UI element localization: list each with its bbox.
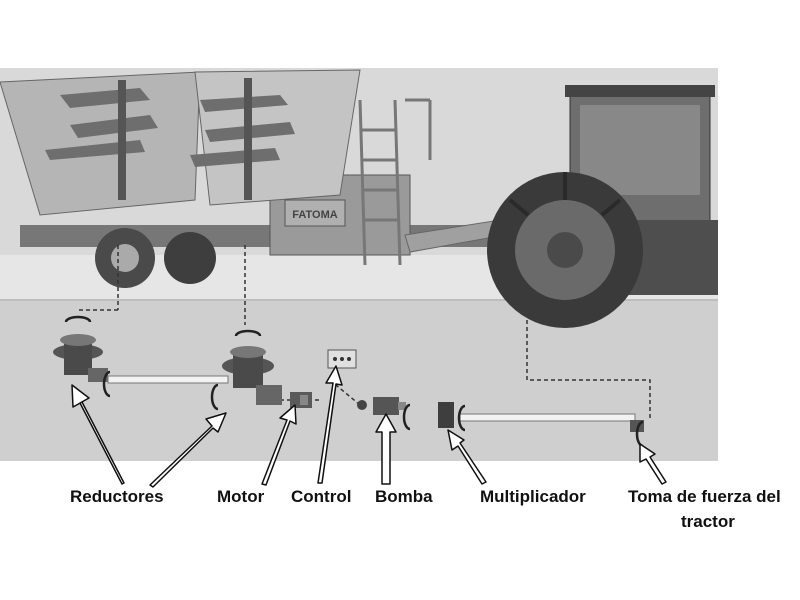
arrow-reductores-right	[149, 412, 227, 488]
arrow-bomba	[375, 413, 397, 485]
drive-shaft-1	[107, 375, 229, 384]
control-box	[327, 349, 357, 369]
mixer-wagon: FATOMA	[0, 69, 506, 288]
arrow-motor	[261, 404, 297, 486]
hydraulic-motor	[290, 392, 312, 408]
drive-shaft-2	[459, 413, 636, 422]
label-toma-fuerza-line2: tractor	[681, 512, 735, 531]
label-reductores: Reductores	[70, 487, 164, 506]
arrow-control	[317, 365, 343, 484]
label-toma-fuerza-line1: Toma de fuerza del	[628, 487, 781, 506]
label-control: Control	[291, 487, 352, 506]
arrow-multiplicador	[447, 429, 487, 485]
multiplier-gearbox	[438, 402, 454, 428]
arrow-reductores-left	[71, 384, 125, 485]
arrow-toma-fuerza	[639, 443, 667, 485]
brand-plate	[284, 199, 346, 227]
tractor	[487, 85, 718, 328]
label-bomba: Bomba	[375, 487, 433, 506]
label-motor: Motor	[217, 487, 265, 506]
gear-reducer-1	[53, 334, 108, 382]
label-multiplicador: Multiplicador	[480, 487, 586, 506]
wagon-wheel-rear	[164, 232, 216, 284]
connection-lines	[78, 245, 651, 420]
gear-reducer-2	[222, 346, 282, 405]
brand-plate-text: FATOMA	[292, 209, 337, 221]
pump	[357, 397, 406, 415]
